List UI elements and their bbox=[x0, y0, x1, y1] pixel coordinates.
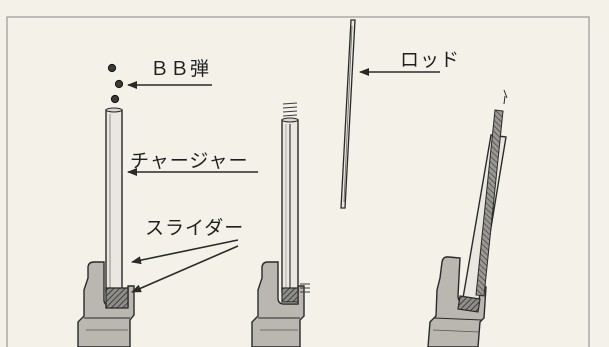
rod-motion-lines bbox=[282, 102, 298, 117]
slider-arrow-lower bbox=[131, 245, 239, 293]
label-bb: ＢＢ弾 bbox=[150, 58, 211, 80]
bb-pellet bbox=[107, 63, 117, 73]
rod bbox=[340, 19, 356, 209]
label-charger: チャージャー bbox=[130, 150, 249, 172]
frame-border bbox=[6, 16, 590, 347]
right-assembly bbox=[427, 89, 508, 347]
middle-slider bbox=[281, 287, 299, 303]
right-slider bbox=[457, 295, 481, 313]
left-slider bbox=[105, 287, 129, 309]
right-rod-inserted bbox=[475, 109, 504, 297]
middle-assembly bbox=[251, 102, 310, 347]
label-slider: スライダー bbox=[145, 217, 245, 239]
bb-pellet bbox=[114, 79, 124, 89]
label-rod: ロッド bbox=[400, 49, 461, 71]
bb-pellet bbox=[110, 94, 120, 104]
middle-body bbox=[251, 261, 305, 347]
left-assembly bbox=[77, 63, 135, 347]
slider-arrow-upper bbox=[131, 239, 239, 265]
left-charger-tube bbox=[105, 109, 123, 293]
